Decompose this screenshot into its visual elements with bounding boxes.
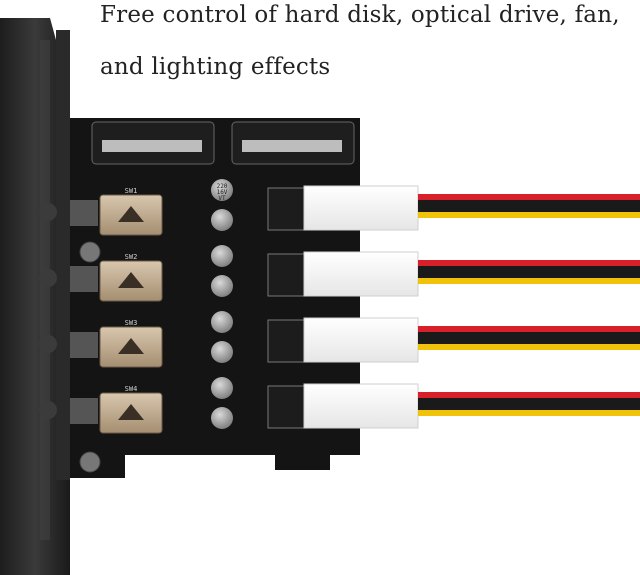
- screw-icon: [79, 451, 101, 473]
- switch-label: SW1: [125, 187, 138, 195]
- switch-label: SW4: [125, 385, 138, 393]
- switch-label: SW3: [125, 319, 138, 327]
- channel-1: [39, 179, 640, 236]
- sata-connector: [91, 121, 355, 165]
- switch-label: SW2: [125, 253, 138, 261]
- screw-icon: [79, 241, 101, 263]
- channel-rows: [39, 179, 640, 434]
- channel-2: [39, 245, 640, 302]
- channel-4: [39, 377, 640, 434]
- caption-line-2: and lighting effects: [100, 54, 331, 80]
- svg-text:VT: VT: [218, 195, 226, 202]
- svg-text:16V: 16V: [217, 189, 228, 196]
- capacitor-labels: 220 16V VT: [217, 183, 228, 202]
- svg-text:220: 220: [217, 183, 228, 190]
- pci-bracket: [0, 18, 70, 575]
- switch-labels: SW1 SW2 SW3 SW4: [125, 187, 138, 393]
- channel-3: [39, 311, 640, 368]
- caption-line-1: Free control of hard disk, optical drive…: [100, 2, 620, 28]
